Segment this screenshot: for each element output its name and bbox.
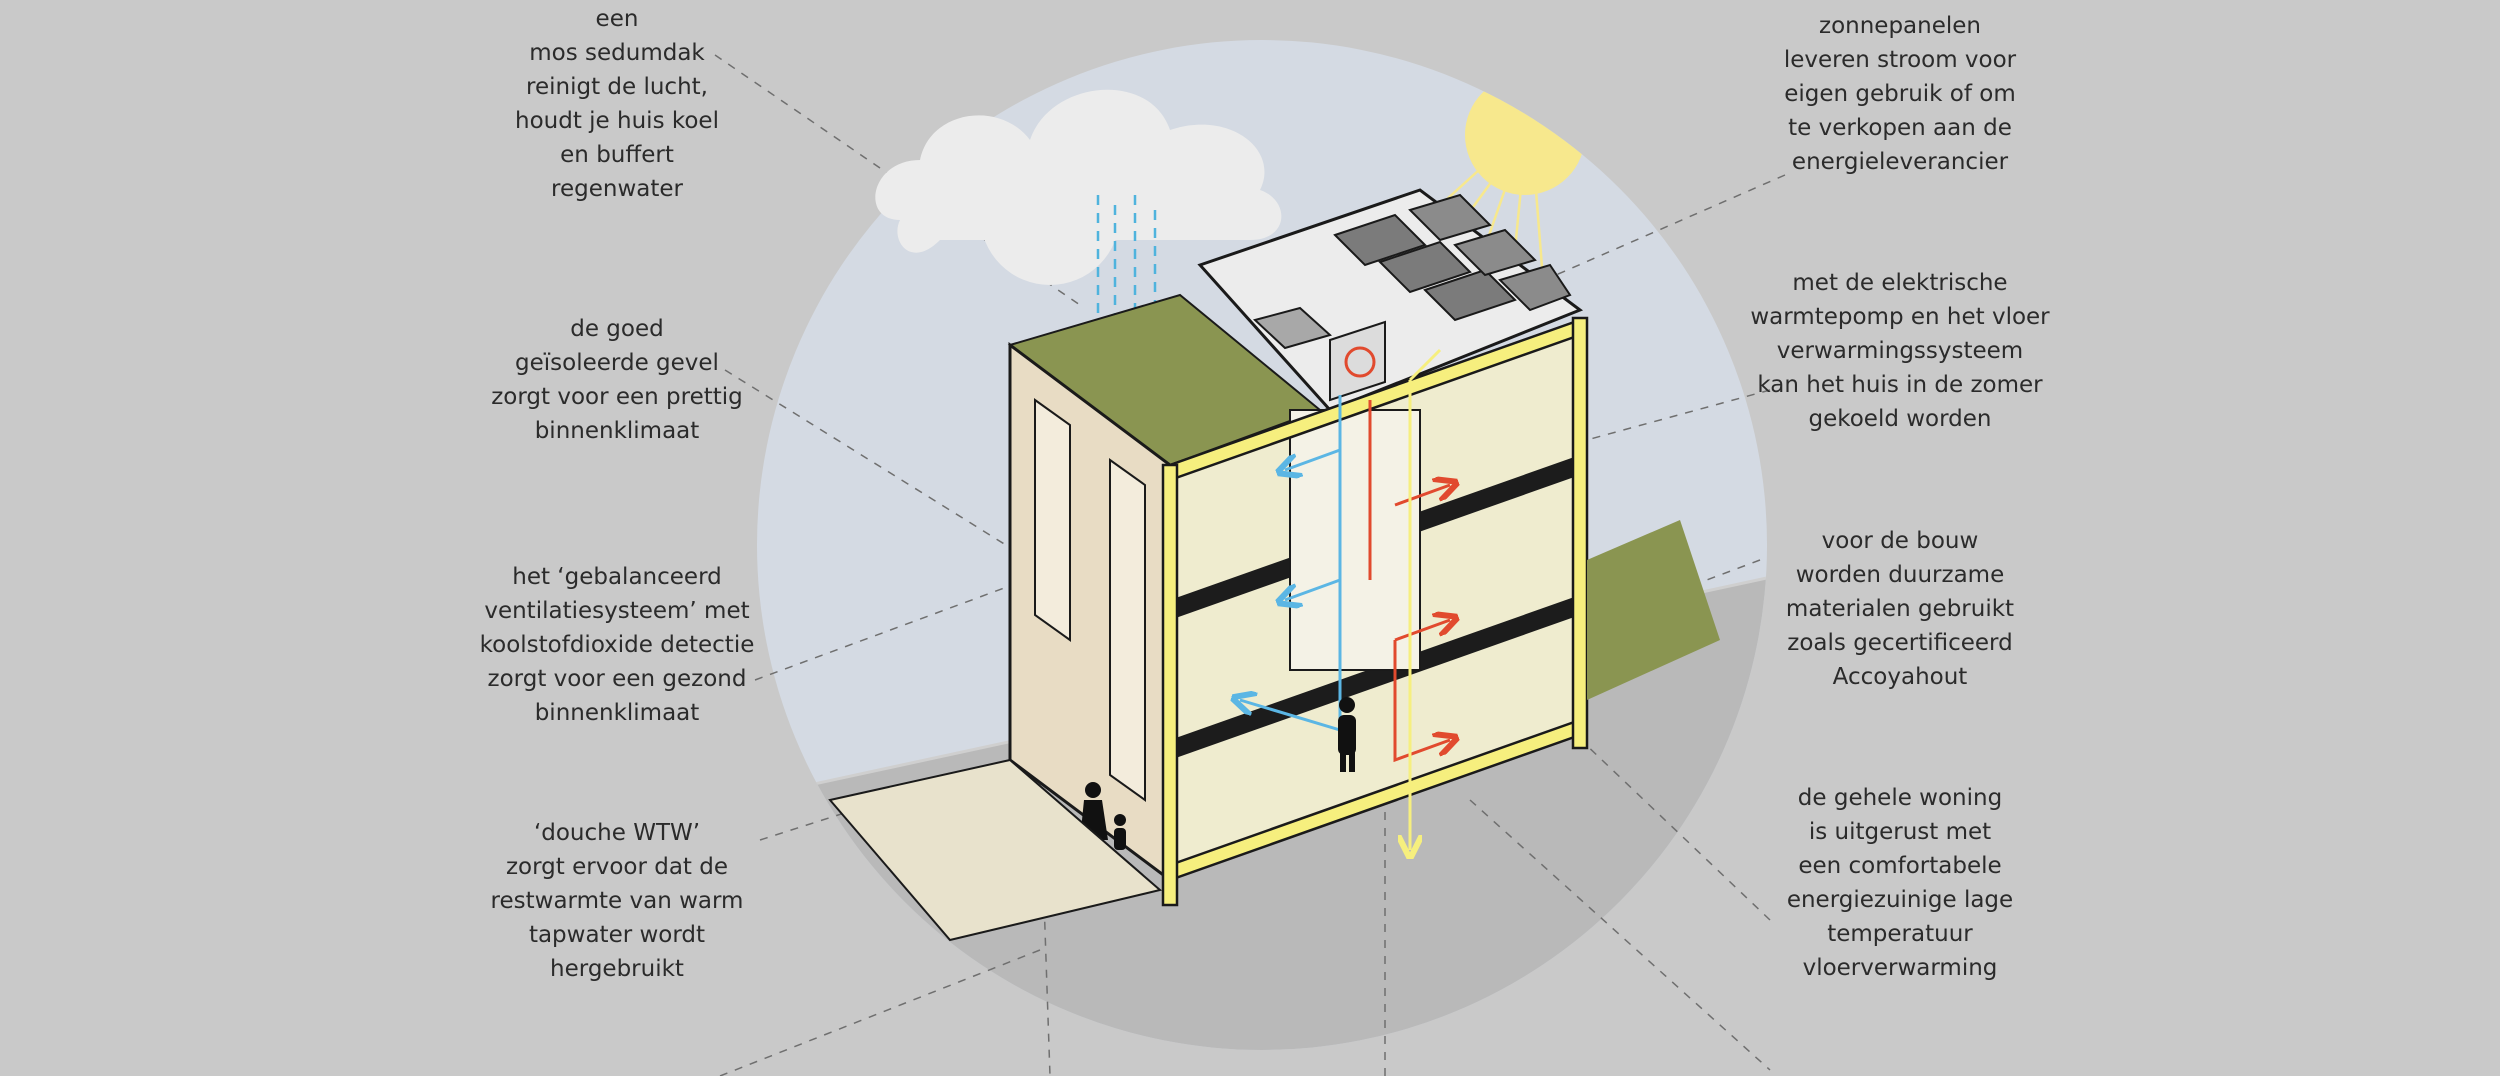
- label-sustainable-materials: voor de bouw worden duurzame materialen …: [1785, 528, 2015, 690]
- person-icon: [1338, 697, 1356, 772]
- skylight: [1252, 306, 1333, 350]
- label-sedum-roof: een mos sedumdak reinigt de lucht, houdt…: [515, 6, 719, 202]
- lawn: [1587, 520, 1720, 700]
- timber-frame: [1161, 316, 1589, 907]
- sidewalk: [828, 758, 1163, 942]
- label-solar-panels: zonnepanelen leveren stroom voor eigen g…: [1783, 13, 2017, 175]
- solar-panel-icon: [1333, 193, 1572, 322]
- heat-pump-icon: [1329, 320, 1386, 402]
- insulated-facade: [1008, 342, 1172, 883]
- label-ventilation: het ‘gebalanceerd ventilatiesysteem’ met…: [479, 564, 755, 726]
- label-heat-pump: met de elektrische warmtepomp en het vlo…: [1750, 270, 2050, 432]
- label-shower-heat-recovery: ‘douche WTW’ zorgt ervoor dat de restwar…: [490, 820, 744, 982]
- label-floor-heating: de gehele woning is uitgerust met een co…: [1786, 785, 2014, 981]
- label-insulated-facade: de goed geïsoleerde gevel zorgt voor een…: [491, 316, 743, 444]
- cloud-icon: [875, 89, 1282, 285]
